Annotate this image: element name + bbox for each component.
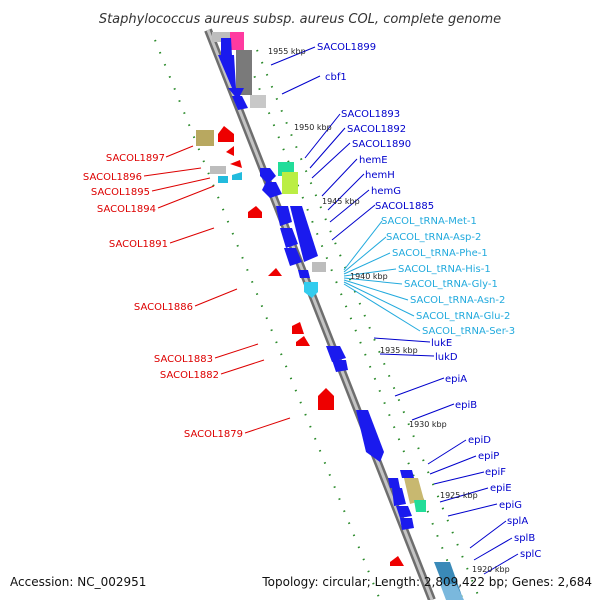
gene-label-luke: lukE [431,338,452,349]
gene-label-sacol1886: SACOL1886 [134,302,193,313]
gene-feature [210,166,226,174]
gene-feature [400,470,414,478]
gene-feature [284,248,302,266]
gene-feature [332,360,348,372]
tick-label: 1950 kbp [294,123,332,132]
gene-feature [248,206,262,218]
tick-label: 1925 kbp [440,491,478,500]
gene-feature [414,500,426,512]
gene-feature [268,268,282,276]
gene-label-sacol1894: SACOL1894 [97,204,156,215]
gene-label-trna-his-1: SACOL_tRNA-His-1 [398,264,491,275]
gene-feature [390,556,404,566]
gene-label-sacol1883: SACOL1883 [154,354,213,365]
gene-label-lukd: lukD [435,352,458,363]
gene-label-epia: epiA [445,374,467,385]
gene-feature [232,172,242,180]
gene-feature [282,172,298,194]
accession-text: Accession: NC_002951 [10,575,146,589]
gene-label-heme: hemE [359,155,388,166]
gene-label-sacol1885: SACOL1885 [375,201,434,212]
gene-feature [326,346,346,362]
gene-label-sacol1893: SACOL1893 [341,109,400,120]
tick-label: 1930 kbp [409,420,447,429]
gene-feature [392,488,406,506]
map-title: Staphylococcus aureus subsp. aureus COL,… [99,12,501,27]
left-gene-labels: SACOL1897 SACOL1896 SACOL1895 SACOL1894 … [83,153,243,440]
gene-label-sacol1895: SACOL1895 [91,187,150,198]
gene-features [196,32,464,600]
gene-feature [400,518,414,530]
gene-feature [276,206,292,226]
gene-feature [221,38,232,56]
tick-label: 1940 kbp [350,272,388,281]
gene-label-cbf1: cbf1 [325,72,347,83]
gene-feature [218,55,244,100]
gene-label-spla: splA [507,516,528,527]
gene-feature [396,506,412,518]
kbp-ticks: 1955 kbp 1950 kbp 1945 kbp 1940 kbp 1935… [268,47,510,574]
leader-lines [143,46,519,575]
gene-feature [260,168,276,184]
gene-label-sacol1890: SACOL1890 [352,139,411,150]
gene-label-sacol1891: SACOL1891 [109,239,168,250]
gene-label-sacol1896: SACOL1896 [83,172,142,183]
gene-feature [312,262,326,272]
gene-feature [230,160,242,168]
tick-label: 1935 kbp [380,346,418,355]
gene-feature [218,176,228,183]
tick-label: 1920 kbp [472,565,510,574]
gene-label-trna-glu-2: SACOL_tRNA-Glu-2 [416,311,510,322]
gene-feature [230,32,244,50]
gene-label-epif: epiF [485,467,506,478]
gene-label-trna-ser-3: SACOL_tRNA-Ser-3 [422,326,515,337]
tick-label: 1945 kbp [322,197,360,206]
gene-feature [218,126,234,142]
gene-label-splc: splC [520,549,541,560]
gene-label-sacol1882: SACOL1882 [160,370,219,381]
gene-feature [280,228,298,248]
gene-feature [226,146,234,156]
gene-feature [196,130,214,146]
right-gene-labels: SACOL1899 cbf1 SACOL1893 SACOL1892 SACOL… [317,42,541,560]
gene-feature [388,478,400,488]
gene-label-trna-gly-1: SACOL_tRNA-Gly-1 [404,279,498,290]
gene-label-hemh: hemH [365,170,395,181]
gene-label-sacol1897: SACOL1897 [106,153,165,164]
gene-feature [304,282,318,298]
gene-label-trna-asn-2: SACOL_tRNA-Asn-2 [410,295,505,306]
gene-feature [440,584,464,600]
gene-feature [356,410,384,462]
gene-feature [236,50,252,95]
gene-label-splb: splB [514,533,535,544]
gene-feature [290,206,318,262]
gene-label-epip: epiP [478,451,499,462]
tick-label: 1955 kbp [268,47,306,56]
gene-feature [262,182,282,198]
gene-label-sacol1892: SACOL1892 [347,124,406,135]
gene-label-trna-phe-1: SACOL_tRNA-Phe-1 [392,248,488,259]
gene-label-sacol1899: SACOL1899 [317,42,376,53]
gene-label-trna-met-1: SACOL_tRNA-Met-1 [381,216,477,227]
gene-label-epib: epiB [455,400,477,411]
gene-label-hemg: hemG [371,186,401,197]
gene-label-trna-asp-2: SACOL_tRNA-Asp-2 [386,232,481,243]
gene-feature [296,336,310,346]
gene-label-epid: epiD [468,435,491,446]
track-lines [154,39,481,600]
gene-feature [250,95,266,108]
gene-feature [404,478,424,504]
gene-label-sacol1879: SACOL1879 [184,429,243,440]
gene-feature [318,388,334,410]
gene-feature [298,270,310,278]
gene-label-epig: epiG [499,500,522,511]
topology-summary: Topology: circular; Length: 2,809,422 bp… [261,575,592,589]
gene-feature [232,96,248,110]
gene-label-epie: epiE [490,483,512,494]
gene-feature [212,32,230,42]
gene-feature [292,322,304,334]
